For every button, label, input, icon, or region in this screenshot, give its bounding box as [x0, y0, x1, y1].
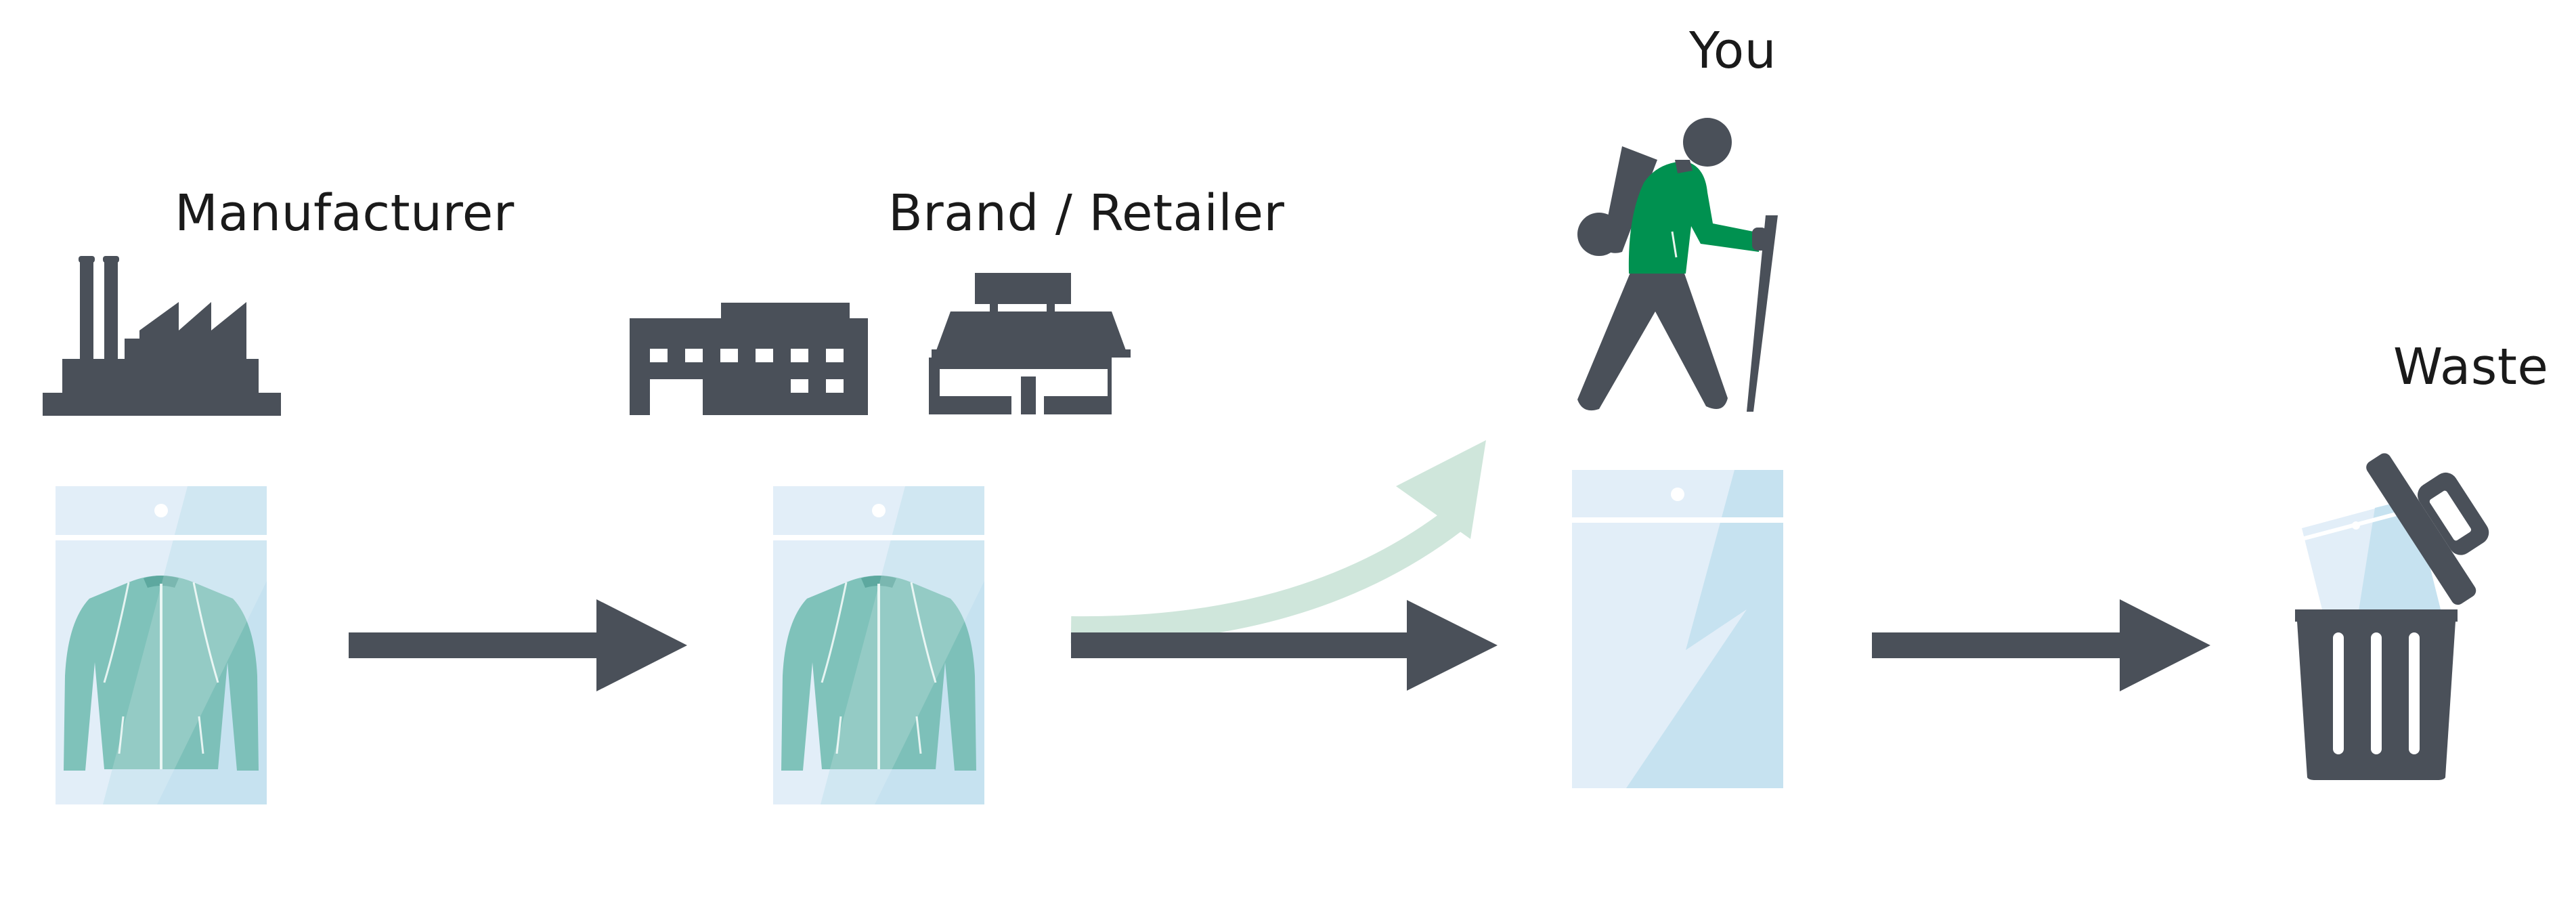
label-you: You: [1689, 22, 1777, 80]
factory-icon: [43, 256, 281, 416]
arrow-you-to-waste: [1872, 599, 2210, 691]
arrow-manufacturer-to-brand: [349, 599, 687, 691]
arrow-brand-to-you: [1071, 600, 1498, 691]
hiker-icon: [1577, 118, 1778, 412]
jacket-in-polybag-icon: [772, 485, 986, 806]
label-brand-retailer: Brand / Retailer: [888, 184, 1285, 242]
store-icon: [929, 273, 1131, 414]
curved-arrow: [1070, 440, 1486, 644]
warehouse-icon: [630, 303, 868, 415]
jacket-in-polybag-icon: [54, 485, 268, 806]
label-waste: Waste: [2393, 338, 2549, 396]
empty-polybag-icon: [1572, 470, 1783, 788]
label-manufacturer: Manufacturer: [175, 184, 515, 242]
trash-can-icon: [2295, 453, 2489, 780]
